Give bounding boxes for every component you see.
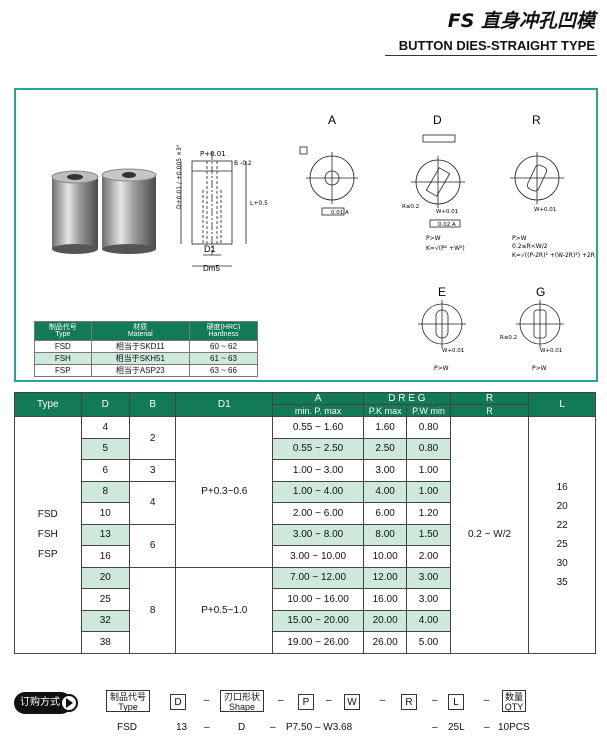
formula-k-r: K=√((P-2R)² +(W-2R)²) +2R (512, 252, 595, 259)
col-type: Type (14, 392, 82, 417)
title-en: BUTTON DIES-STRAIGHT TYPE (398, 38, 595, 53)
dim-b-tol: B -0.2 (234, 160, 252, 167)
formula-k-d: K=√(P² +W²) (426, 245, 465, 252)
shape-r (510, 152, 564, 204)
dim-w-r: W+0.01 (534, 207, 556, 213)
sep: – (204, 722, 210, 733)
sep: – (432, 695, 438, 706)
shape-g (516, 300, 564, 348)
dim-w-d: W+0.01 (436, 209, 458, 215)
col-l: L (528, 392, 596, 417)
dim-w-e: W+0.01 (442, 348, 464, 354)
cond-pw-r: P>W (512, 235, 527, 242)
technical-drawing: P+0.01 B -0.2 L+0.5 D+0.01 / +0.005 ×3° … (51, 113, 595, 372)
order-p-box: P (298, 694, 314, 710)
ex-qty: 10PCS (498, 722, 530, 733)
ex-shape: D (238, 722, 246, 733)
ex-type: FSD (117, 722, 137, 733)
sub-a: min. P. max (272, 404, 364, 417)
spec-table: Type D B D1 A D R E G R L min. P. max P.… (14, 392, 596, 654)
col-d1: D1 (175, 392, 274, 417)
order-badge: 订购方式 (14, 692, 78, 714)
order-r-box: R (401, 694, 417, 710)
col-dreg: D R E G (362, 392, 451, 405)
sep: – (380, 695, 386, 706)
dim-flat-a: 0.01 A (331, 210, 349, 216)
dim-d1: D1 (204, 244, 216, 254)
dim-dm5: Dm5 (203, 264, 220, 273)
label-a: A (328, 113, 336, 127)
cond-r-range: 0.2≤R<W/2 (512, 243, 548, 250)
cond-pw-e: P>W (434, 365, 449, 372)
ex-pw: P7.50 – W3.68 (286, 722, 353, 733)
order-w-box: W (344, 694, 360, 710)
dim-flat-d: 0.02 A (438, 222, 456, 228)
title-rule (385, 55, 597, 56)
col-b: B (128, 392, 177, 417)
dim-p-tol: P+0.01 (200, 150, 226, 158)
sep: – (326, 695, 332, 706)
dim-r02-g: R≤0.2 (500, 335, 517, 341)
label-r: R (532, 113, 541, 127)
arrow-right-icon (66, 698, 73, 708)
ex-d: 13 (176, 722, 188, 733)
shape-d (411, 134, 465, 228)
side-view (180, 152, 247, 267)
sep: – (270, 722, 276, 733)
dim-w-g: W+0.01 (540, 348, 562, 354)
shape-e (418, 300, 466, 348)
shape-a (299, 146, 358, 216)
cond-pw-g: P>W (532, 365, 547, 372)
col-a: A (272, 392, 364, 405)
label-e: E (438, 285, 446, 299)
col-r: R (449, 392, 530, 405)
sub-pw: P.W min (406, 404, 451, 417)
sub-r: R (449, 404, 530, 417)
dim-l-tol: L+0.5 (250, 200, 268, 207)
title-cn: FS 直身冲孔凹模 (447, 10, 595, 32)
sep: – (484, 695, 490, 706)
col-d: D (80, 392, 130, 417)
order-d-box: D (170, 694, 186, 710)
ex-l: 25L (448, 722, 465, 733)
cond-pw-d: P>W (426, 235, 441, 242)
mat-header-hardness: 硬度(HRC)Hardness (188, 321, 259, 341)
label-d: D (433, 113, 442, 127)
dim-r02-d: R≤0.2 (402, 204, 419, 210)
sep: – (484, 722, 490, 733)
sep: – (278, 695, 284, 706)
sep: – (204, 695, 210, 706)
sub-pk: P.K max (362, 404, 408, 417)
dim-d-tol: D+0.01 / +0.005 ×3° (176, 144, 183, 209)
product-photo (51, 168, 157, 254)
label-g: G (536, 285, 545, 299)
sep: – (432, 722, 438, 733)
order-l-box: L (448, 694, 464, 710)
drawing-panel: P+0.01 B -0.2 L+0.5 D+0.01 / +0.005 ×3° … (14, 88, 598, 382)
